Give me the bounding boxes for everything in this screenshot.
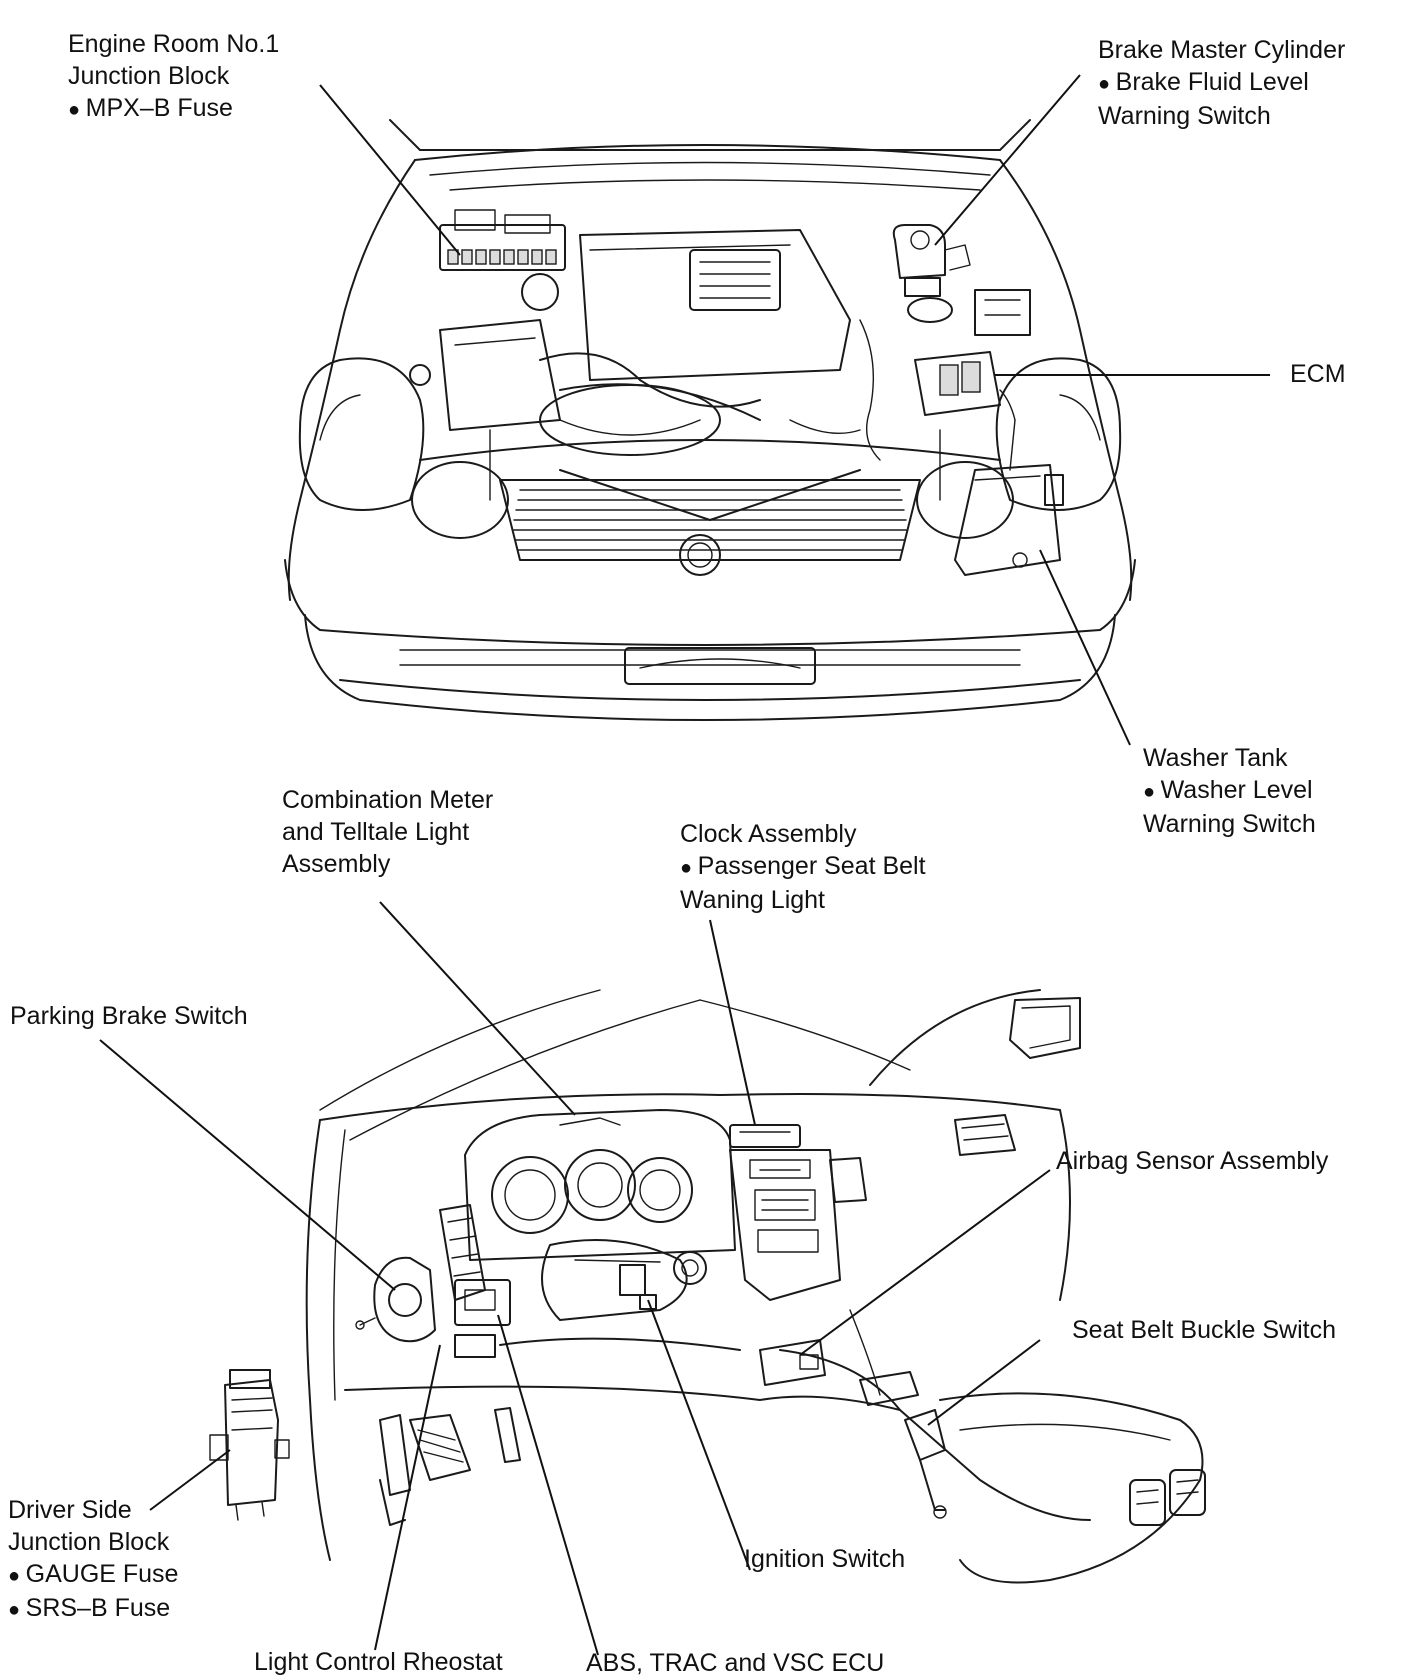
engine-room-jb-line1: Engine Room No.1 xyxy=(68,30,280,58)
leader-engine-room-jb xyxy=(319,84,461,256)
leader-washer-tank xyxy=(1039,549,1131,746)
washer-tank-line2: Washer Level xyxy=(1143,774,1316,808)
label-seat-belt-buckle: Seat Belt Buckle Switch xyxy=(1072,1314,1336,1346)
combination-meter-line3: Assembly xyxy=(282,850,391,878)
label-light-control: Light Control Rheostat xyxy=(254,1646,503,1678)
label-parking-brake: Parking Brake Switch xyxy=(10,1000,248,1032)
brake-master-line3: Warning Switch xyxy=(1098,102,1271,130)
clock-assembly-line1: Clock Assembly xyxy=(680,820,857,848)
label-driver-side-jb: Driver Side Junction Block GAUGE Fuse SR… xyxy=(8,1494,178,1626)
parking-brake-line1: Parking Brake Switch xyxy=(10,1002,248,1030)
engine-bay-illustration xyxy=(284,119,1136,721)
leader-seat-belt-buckle xyxy=(927,1339,1041,1426)
clock-assembly-line2: Passenger Seat Belt xyxy=(680,850,926,884)
brake-master-line1: Brake Master Cylinder xyxy=(1098,36,1346,64)
leader-lines xyxy=(99,74,1270,1656)
driver-side-jb-line4: SRS–B Fuse xyxy=(8,1592,178,1626)
ecm-line1: ECM xyxy=(1290,360,1346,388)
leader-brake-master xyxy=(934,74,1081,246)
light-control-line1: Light Control Rheostat xyxy=(254,1648,503,1676)
brake-master-line2: Brake Fluid Level xyxy=(1098,66,1345,100)
leader-airbag-sensor xyxy=(799,1169,1051,1356)
label-airbag-sensor: Airbag Sensor Assembly xyxy=(1056,1145,1328,1177)
label-abs-ecu: ABS, TRAC and VSC ECU xyxy=(586,1648,884,1678)
label-combination-meter: Combination Meter and Telltale Light Ass… xyxy=(282,784,493,880)
driver-side-jb-line1: Driver Side xyxy=(8,1496,132,1524)
leader-parking-brake xyxy=(99,1039,396,1291)
leader-driver-side-jb xyxy=(149,1449,231,1511)
label-ecm: ECM xyxy=(1290,358,1346,390)
combination-meter-line2: and Telltale Light xyxy=(282,818,470,846)
seat-belt-buckle-line1: Seat Belt Buckle Switch xyxy=(1072,1316,1337,1344)
dashboard-illustration xyxy=(209,989,1206,1584)
combination-meter-line1: Combination Meter xyxy=(282,786,494,814)
label-clock-assembly: Clock Assembly Passenger Seat Belt Wanin… xyxy=(680,818,926,916)
label-washer-tank: Washer Tank Washer Level Warning Switch xyxy=(1143,742,1316,840)
clock-assembly-line3: Waning Light xyxy=(680,886,825,914)
engine-room-jb-line2: Junction Block xyxy=(68,62,230,90)
washer-tank-line1: Washer Tank xyxy=(1143,744,1288,772)
leader-ignition-switch xyxy=(647,1299,751,1571)
leader-combination-meter xyxy=(379,901,576,1116)
ignition-switch-line1: Ignition Switch xyxy=(744,1545,906,1573)
driver-side-jb-line3: GAUGE Fuse xyxy=(8,1558,179,1592)
abs-ecu-line1: ABS, TRAC and VSC ECU xyxy=(586,1649,885,1677)
engine-room-jb-line3: MPX–B Fuse xyxy=(68,92,279,126)
airbag-sensor-line1: Airbag Sensor Assembly xyxy=(1056,1147,1329,1175)
leader-clock-assembly xyxy=(709,919,756,1126)
label-engine-room-jb: Engine Room No.1 Junction Block MPX–B Fu… xyxy=(68,28,279,126)
driver-side-jb-line2: Junction Block xyxy=(8,1528,170,1556)
label-brake-master: Brake Master Cylinder Brake Fluid Level … xyxy=(1098,34,1345,132)
label-ignition-switch: Ignition Switch xyxy=(744,1543,905,1575)
washer-tank-line3: Warning Switch xyxy=(1143,810,1316,838)
leader-abs-ecu xyxy=(497,1314,599,1656)
leader-light-control xyxy=(374,1344,441,1651)
